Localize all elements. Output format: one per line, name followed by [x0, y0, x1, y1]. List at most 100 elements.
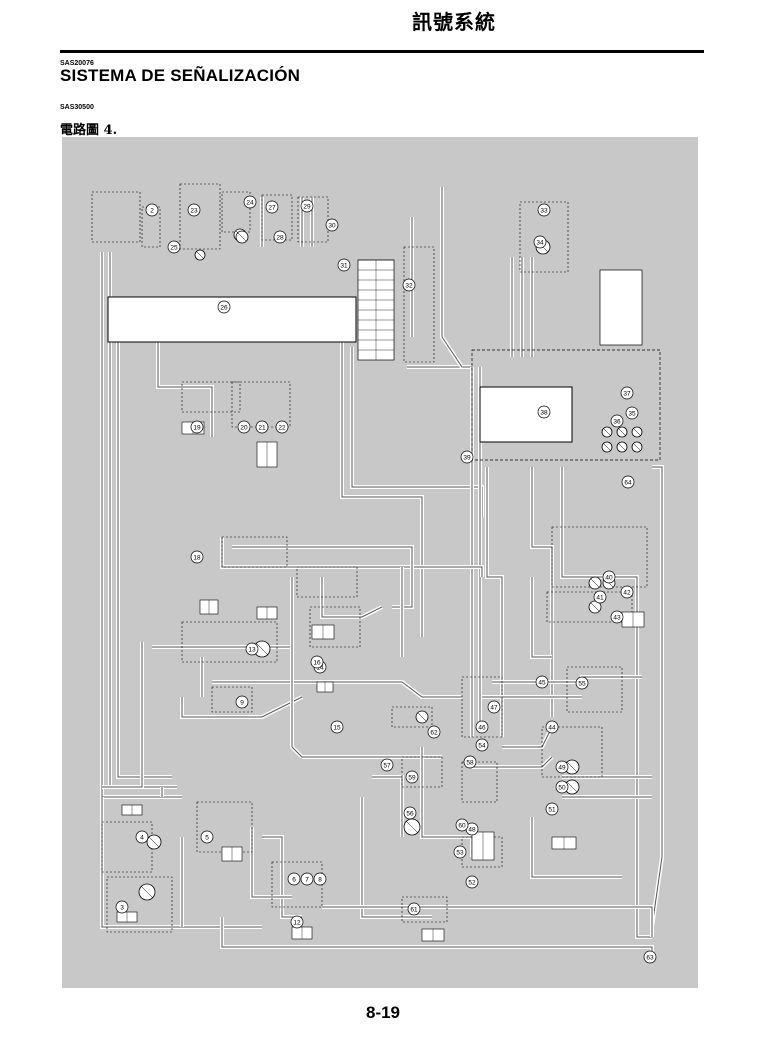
wire-route-core [441, 187, 463, 368]
component-callout-number: 37 [623, 391, 631, 398]
component-callout-circle [265, 200, 279, 214]
wire-route-core [531, 817, 622, 878]
component-outline [106, 876, 173, 933]
component-outline [231, 381, 291, 428]
component-callout-number: 33 [540, 208, 548, 215]
lamp-filament [406, 821, 418, 833]
wire-route-core [117, 337, 172, 778]
component-callout-circle [537, 405, 551, 419]
component-callout-number: 49 [558, 765, 566, 772]
component-callout-circle [602, 570, 616, 584]
component-callout-number: 43 [613, 615, 621, 622]
component-callout-circle [200, 830, 214, 844]
component-callout-number: 45 [538, 680, 546, 687]
component-outline [461, 676, 503, 738]
component-callout-circle [330, 720, 344, 734]
component-outline [91, 191, 141, 243]
component-callout-number: 16 [313, 660, 321, 667]
wire-route-core [531, 467, 553, 717]
component-callout-circle [237, 420, 251, 434]
component-outline [296, 566, 358, 598]
component-outline [566, 666, 623, 713]
component-callout-number: 38 [540, 410, 548, 417]
component-callout-circle [337, 258, 351, 272]
component-callout-circle [545, 802, 559, 816]
component-callout-circle [620, 386, 634, 400]
lamp-filament [417, 712, 427, 722]
meter-unit-block [479, 386, 573, 443]
component-callout-number: 36 [613, 419, 621, 426]
component-callout-circle [255, 420, 269, 434]
component-callout-number: 44 [548, 725, 556, 732]
component-callout-circle [533, 235, 547, 249]
wire-route-outer [560, 467, 652, 939]
component-callout-number: 3 [120, 905, 124, 912]
chapter-title: 訊號系統 [412, 10, 496, 34]
component-callout-circle [135, 830, 149, 844]
component-callout-number: 15 [333, 725, 341, 732]
component-callout-number: 12 [293, 920, 301, 927]
wire-route-core [442, 906, 653, 937]
component-callout-circle [235, 695, 249, 709]
section-title: SISTEMA DE SEÑALIZACIÓN [60, 66, 301, 85]
component-callout-number: 8 [318, 877, 322, 884]
wire-route-core [212, 681, 462, 698]
component-callout-circle [593, 590, 607, 604]
component-callout-circle [460, 450, 474, 464]
component-callout-number: 5 [205, 835, 209, 842]
wire-route-core [651, 466, 663, 928]
component-callout-number: 6 [292, 877, 296, 884]
component-callout-number: 56 [406, 811, 414, 818]
component-callout-number: 46 [478, 725, 486, 732]
wire-route-core [511, 257, 533, 357]
wire-route-outer [502, 726, 554, 749]
component-callout-circle [300, 872, 314, 886]
wire-route-outer [350, 347, 484, 517]
component-callout-circle [380, 758, 394, 772]
component-outline [403, 246, 435, 363]
wire-route-outer [407, 217, 472, 369]
wire-route-core [372, 776, 403, 837]
component-callout-circle [487, 700, 501, 714]
component-callout-circle [310, 655, 324, 669]
component-callout-number: 52 [468, 880, 476, 887]
component-layer [91, 183, 661, 942]
component-callout-circle [115, 900, 129, 914]
top-rule [60, 50, 704, 53]
component-callout-circle [621, 475, 635, 489]
component-callout-circle [610, 414, 624, 428]
component-callout-number: 28 [276, 235, 284, 242]
component-callout-circle [407, 902, 421, 916]
component-callout-circle [475, 720, 489, 734]
component-callout-number: 22 [278, 425, 286, 432]
wire-route-outer [530, 817, 622, 879]
component-callout-circle [555, 780, 569, 794]
component-callout-circle [290, 915, 304, 929]
lamp-filament [148, 836, 160, 848]
component-callout-number: 59 [408, 775, 416, 782]
wire-route-core [262, 836, 302, 918]
wire-route-outer [116, 337, 172, 779]
section-code: SAS20076 [60, 60, 94, 67]
lamp-filament [196, 251, 204, 259]
component-callout-number: 48 [468, 827, 476, 834]
lamp-filament [633, 428, 641, 436]
component-callout-number: 21 [258, 425, 266, 432]
component-callout-number: 20 [240, 425, 248, 432]
lamp-filament [256, 643, 268, 655]
component-outline [519, 201, 569, 273]
connector-chart [599, 269, 643, 346]
component-callout-circle [190, 550, 204, 564]
component-outline [181, 381, 241, 413]
component-callout-circle [463, 755, 477, 769]
wire-route-core [221, 537, 483, 577]
component-callout-number: 13 [248, 647, 256, 654]
component-callout-circle [575, 676, 589, 690]
component-outline [401, 896, 448, 923]
wire-route-outer [212, 680, 462, 699]
component-outline [211, 686, 253, 713]
component-callout-circle [287, 872, 301, 886]
component-callout-circle [145, 203, 159, 217]
lamp-filament [237, 232, 247, 242]
